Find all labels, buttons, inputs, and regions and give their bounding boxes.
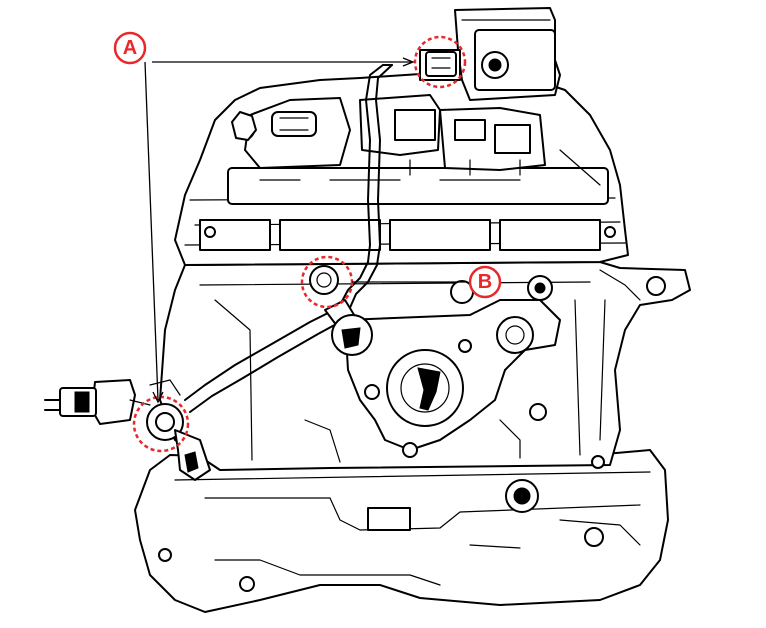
front-cover [344, 299, 561, 459]
tube [184, 299, 373, 413]
label-a-circle [113, 31, 147, 65]
callout-ring-a-top [413, 35, 467, 89]
knock-sensor [44, 379, 211, 481]
lower-crankcase [134, 449, 669, 613]
leader-lines [144, 57, 465, 404]
label-b-text: B [478, 271, 492, 293]
label-b-circle [468, 265, 502, 299]
hose [339, 64, 393, 311]
label-a-text: A [123, 37, 137, 59]
label-b: B [468, 265, 502, 299]
bolt-b [309, 265, 339, 295]
label-a: A [113, 31, 147, 65]
connector-a-top [425, 51, 457, 77]
